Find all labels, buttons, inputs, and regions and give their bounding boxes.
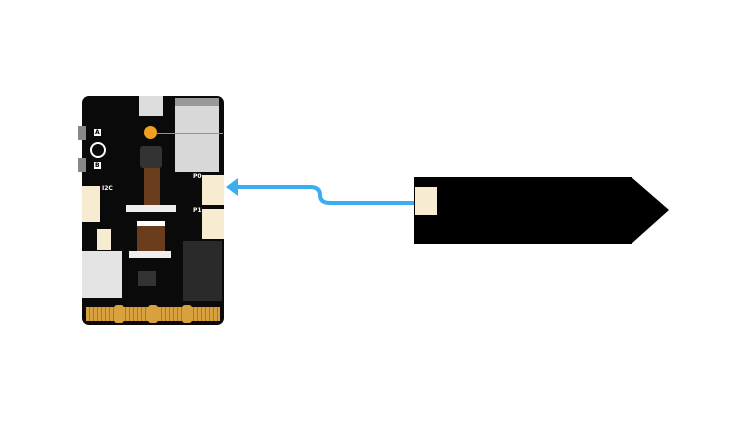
- wire-path: [238, 185, 414, 205]
- edge-pad: [148, 305, 158, 323]
- camera: [140, 146, 162, 168]
- led-line: [157, 133, 223, 134]
- i2c-connector[interactable]: [82, 186, 100, 222]
- controller-board: A B I2C P0 P1: [78, 96, 224, 325]
- small-connector[interactable]: [97, 229, 111, 250]
- p0-connector[interactable]: [202, 175, 224, 205]
- sd-slot: [82, 251, 122, 298]
- ribbon-cable-2: [137, 221, 165, 256]
- arrow-head-icon: [226, 178, 238, 196]
- button-a-label: A: [94, 129, 101, 136]
- ribbon-cable: [144, 168, 160, 206]
- side-button-b[interactable]: [78, 158, 86, 172]
- soil-moisture-sensor: [414, 177, 632, 244]
- led-indicator: [144, 126, 157, 139]
- usb-port: [139, 96, 163, 116]
- wifi-module: [175, 98, 219, 172]
- sensor-connector[interactable]: [415, 187, 437, 215]
- side-button-a[interactable]: [78, 126, 86, 140]
- sensor-probe-tip: [631, 177, 669, 244]
- i2c-label: I2C: [102, 185, 113, 192]
- speaker-icon: [90, 142, 106, 158]
- chip: [138, 271, 156, 286]
- edge-pad: [182, 305, 192, 323]
- edge-pad: [114, 305, 124, 323]
- battery-pad: [183, 241, 222, 301]
- p1-label: P1: [193, 207, 202, 214]
- ribbon-connector: [126, 205, 176, 212]
- p1-connector[interactable]: [202, 209, 224, 239]
- ribbon-connector-2: [129, 251, 171, 258]
- p0-label: P0: [193, 173, 202, 180]
- button-b-label: B: [94, 162, 101, 169]
